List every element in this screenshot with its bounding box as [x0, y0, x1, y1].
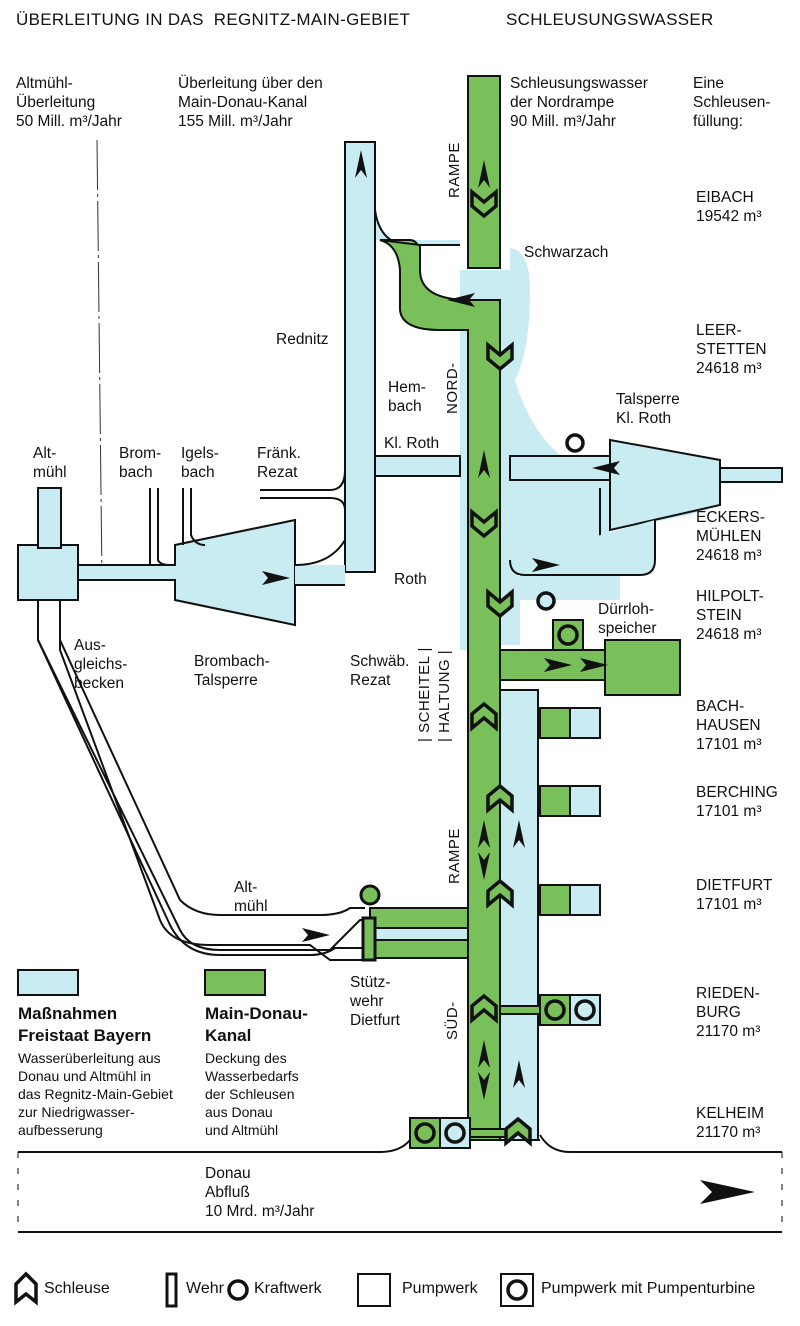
- bayern-network: [17, 141, 783, 1141]
- schleusenfuellung-header: Eine Schleusen- füllung:: [693, 75, 771, 130]
- section-scheitel: | SCHEITEL |: [416, 647, 433, 742]
- label-rednitz: Rednitz: [276, 331, 329, 348]
- pump-station-icon: [357, 1273, 391, 1307]
- key-bayern-swatch: [17, 969, 79, 996]
- key-bayern-text: Wasserüberleitung aus Donau und Altmühl …: [18, 1050, 173, 1138]
- nordrampe-label: Schleusungswasser der Nordrampe 90 Mill.…: [510, 75, 648, 130]
- section-rampe-bottom: RAMPE: [446, 828, 463, 884]
- label-ausgleichsbecken: Aus- gleichs- becken: [74, 637, 128, 692]
- legend-label-wehr: Wehr: [186, 1280, 224, 1297]
- legend-label-pumpturbine: Pumpwerk mit Pumpenturbine: [541, 1280, 756, 1297]
- donau-river: [17, 1134, 783, 1233]
- key-kanal-text: Deckung des Wasserbedarfs der Schleusen …: [205, 1050, 299, 1138]
- lock-icon: [14, 1271, 38, 1306]
- section-haltung: | HALTUNG |: [436, 649, 453, 742]
- label-duerrlohspeicher: Dürrloh- speicher: [598, 601, 657, 637]
- key-kanal-title: Main-Donau- Kanal: [205, 1004, 308, 1045]
- key-bayern-title: Maßnahmen Freistaat Bayern: [18, 1004, 152, 1045]
- label-brombach: Brom- bach: [119, 445, 162, 481]
- pump-stations: [409, 707, 601, 1149]
- flow-arrow-icon: [700, 1180, 755, 1204]
- title-schleusungswasser: SCHLEUSUNGSWASSER: [506, 10, 714, 29]
- label-kl-roth: Kl. Roth: [384, 435, 440, 452]
- title-ueberleitung: ÜBERLEITUNG IN DAS REGNITZ-MAIN-GEBIET: [16, 10, 411, 29]
- canal-network: [359, 75, 681, 1141]
- label-schwaeb-rezat: Schwäb. Rezat: [350, 653, 410, 689]
- section-rampe-top: RAMPE: [446, 142, 463, 198]
- symbols-legend: Schleuse Wehr Kraftwerk Pumpwerk Pumpwer…: [0, 1270, 800, 1310]
- label-schwarzach: Schwarzach: [524, 244, 609, 261]
- key-kanal-swatch: [204, 969, 266, 996]
- label-hembach: Hem- bach: [388, 379, 426, 415]
- legend-label-kraftwerk: Kraftwerk: [254, 1280, 322, 1297]
- altmuehl-ueberleitung-label: Altmühl- Überleitung 50 Mill. m³/Jahr: [16, 75, 122, 130]
- label-altmuehl-top: Alt- mühl: [33, 445, 67, 481]
- flow-arrows: [262, 150, 620, 1100]
- power-plant-icon: [227, 1279, 249, 1301]
- label-stuetzwehr-dietfurt: Stütz- wehr Dietfurt: [350, 974, 400, 1029]
- power-plants: [536, 433, 585, 611]
- donau-label: Donau Abfluß 10 Mrd. m³/Jahr: [205, 1165, 315, 1220]
- label-brombach-talsperre: Brombach- Talsperre: [194, 653, 270, 689]
- label-fraenk-rezat: Fränk. Rezat: [257, 445, 301, 481]
- section-nord: NORD-: [444, 362, 461, 414]
- label-roth: Roth: [394, 571, 427, 588]
- section-sued: SÜD-: [444, 1001, 461, 1040]
- label-altmuehl-lower: Alt- mühl: [234, 879, 268, 915]
- label-igelsbach: Igels- bach: [181, 445, 219, 481]
- main-donau-ueberleitung-label: Überleitung über den Main-Donau-Kanal 15…: [178, 75, 323, 130]
- label-talsperre-kl-roth: Talsperre Kl. Roth: [616, 391, 680, 427]
- legend-label-pumpwerk: Pumpwerk: [402, 1280, 478, 1297]
- divider-line: [96, 139, 103, 581]
- legend-label-schleuse: Schleuse: [44, 1280, 110, 1297]
- weir-icon: [165, 1272, 178, 1308]
